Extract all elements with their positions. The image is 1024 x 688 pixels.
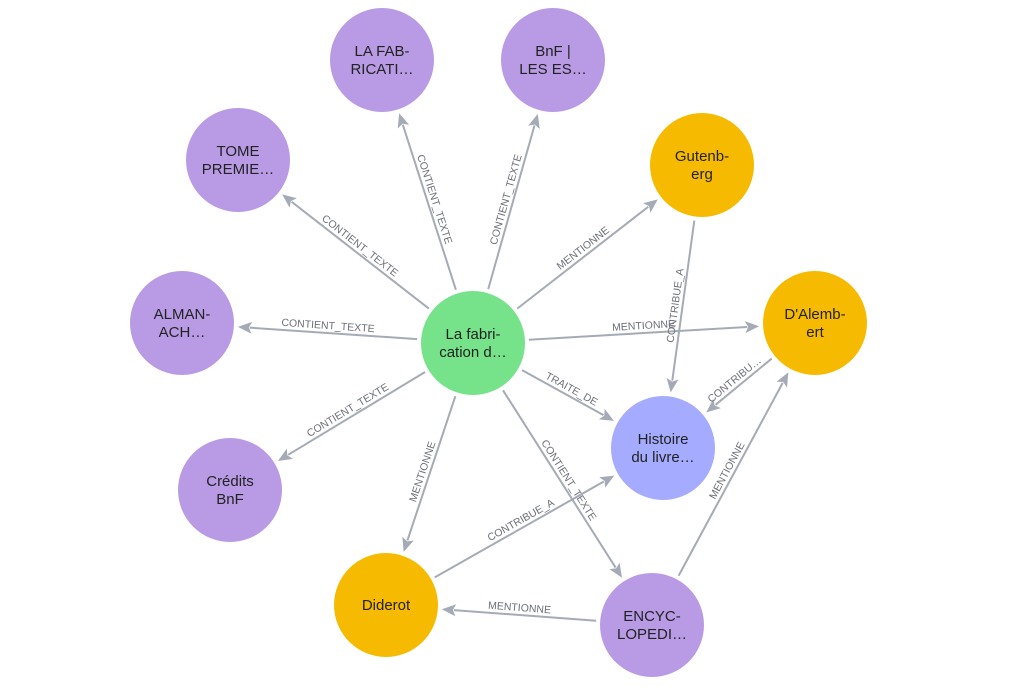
- edge-encyclopedie-diderot[interactable]: MENTIONNE: [441, 600, 597, 622]
- node-label: Gutenb-: [675, 148, 729, 165]
- edge-line[interactable]: [434, 480, 605, 579]
- node-label: ACH…: [159, 324, 206, 341]
- node-label: ert: [806, 324, 824, 341]
- node-circle[interactable]: [501, 8, 605, 112]
- edge-line[interactable]: [521, 369, 604, 416]
- arrowhead-icon: [402, 536, 414, 552]
- edge-label: MENTIONNE: [612, 318, 676, 334]
- node-label: du livre…: [631, 449, 694, 466]
- nodes-layer: La fabri-cation d… LA FAB-RICATI… BnF |LES…: [130, 8, 867, 677]
- node-label: D'Alemb-: [784, 306, 845, 323]
- edge-label: TRAITE_DE: [543, 370, 599, 408]
- edge-dalembert-histoire[interactable]: CONTRIBU…: [706, 355, 773, 413]
- node-diderot[interactable]: Diderot: [334, 553, 438, 657]
- edge-line[interactable]: [487, 125, 536, 290]
- edge-line[interactable]: [502, 389, 617, 569]
- node-label: Crédits: [206, 473, 254, 490]
- edge-center-bnf_es[interactable]: CONTIENT_TEXTE: [487, 113, 540, 290]
- edge-center-tome[interactable]: CONTIENT_TEXTE: [282, 194, 430, 310]
- node-circle[interactable]: [611, 396, 715, 500]
- node-almanach[interactable]: ALMAN-ACH…: [130, 271, 234, 375]
- node-encyclopedie[interactable]: ENCYC-LOPEDI…: [600, 573, 704, 677]
- arrowhead-icon: [237, 321, 253, 334]
- node-circle[interactable]: [330, 8, 434, 112]
- node-label: BnF |: [535, 43, 571, 60]
- node-label: Histoire: [638, 431, 689, 448]
- node-circle[interactable]: [186, 108, 290, 212]
- node-label: BnF: [216, 491, 244, 508]
- arrowhead-icon: [744, 321, 760, 334]
- edge-center-fabrication[interactable]: CONTIENT_TEXTE: [397, 113, 457, 290]
- node-fabrication[interactable]: LA FAB-RICATI…: [330, 8, 434, 112]
- node-label: PREMIE…: [202, 161, 275, 178]
- edge-center-almanach[interactable]: CONTIENT_TEXTE: [237, 317, 418, 341]
- node-tome[interactable]: TOMEPREMIE…: [186, 108, 290, 212]
- edge-line[interactable]: [714, 357, 773, 406]
- node-label: LES ES…: [519, 61, 587, 78]
- node-circle[interactable]: [130, 271, 234, 375]
- edge-center-diderot[interactable]: MENTIONNE: [402, 395, 457, 552]
- edge-label: CONTIENT_TEXTE: [488, 153, 525, 246]
- node-dalembert[interactable]: D'Alemb-ert: [763, 271, 867, 375]
- edge-label: CONTIENT_TEXTE: [305, 381, 391, 440]
- edge-line[interactable]: [401, 124, 457, 290]
- node-bnf_es[interactable]: BnF |LES ES…: [501, 8, 605, 112]
- node-gutenberg[interactable]: Gutenb-erg: [650, 113, 754, 217]
- node-label: LOPEDI…: [617, 626, 687, 643]
- arrowhead-icon: [776, 372, 789, 388]
- arrowhead-icon: [643, 199, 658, 213]
- edge-label: CONTRIBUE_A: [486, 497, 557, 544]
- edge-center-credits[interactable]: CONTIENT_TEXTE: [277, 371, 426, 462]
- edge-label: CONTIENT_TEXTE: [319, 213, 400, 280]
- edge-center-dalembert[interactable]: MENTIONNE: [528, 318, 760, 341]
- edge-label: MENTIONNE: [555, 224, 612, 272]
- node-label: erg: [691, 166, 713, 183]
- arrowhead-icon: [528, 113, 540, 129]
- edge-line[interactable]: [291, 200, 430, 310]
- node-circle[interactable]: [600, 573, 704, 677]
- edge-line[interactable]: [287, 371, 426, 456]
- edge-line[interactable]: [516, 205, 649, 310]
- node-circle[interactable]: [334, 553, 438, 657]
- edge-line[interactable]: [249, 326, 418, 341]
- arrowhead-icon: [282, 194, 297, 208]
- edge-center-gutenberg[interactable]: MENTIONNE: [516, 199, 658, 310]
- edge-gutenberg-histoire[interactable]: CONTRIBUE_A: [665, 220, 696, 393]
- node-circle[interactable]: [650, 113, 754, 217]
- node-label: RICATI…: [350, 61, 413, 78]
- edge-label: CONTIENT_TEXTE: [414, 153, 454, 246]
- arrowhead-icon: [666, 377, 679, 393]
- node-center[interactable]: La fabri-cation d…: [421, 291, 525, 395]
- node-circle[interactable]: [421, 291, 525, 395]
- node-label: TOME: [216, 143, 259, 160]
- arrowhead-icon: [598, 408, 614, 421]
- edge-center-histoire[interactable]: TRAITE_DE: [521, 369, 614, 421]
- node-label: LA FAB-: [354, 43, 409, 60]
- node-label: ENCYC-: [623, 608, 681, 625]
- node-label: cation d…: [439, 344, 507, 361]
- edge-line[interactable]: [406, 395, 457, 541]
- edge-line[interactable]: [453, 609, 597, 622]
- arrowhead-icon: [706, 398, 721, 413]
- arrowhead-icon: [599, 475, 615, 488]
- arrowhead-icon: [277, 448, 293, 462]
- arrowhead-icon: [609, 562, 622, 578]
- node-label: ALMAN-: [154, 306, 211, 323]
- edge-line[interactable]: [528, 325, 748, 341]
- edge-label: MENTIONNE: [488, 600, 552, 617]
- edge-line[interactable]: [671, 220, 696, 381]
- edge-line[interactable]: [677, 382, 784, 577]
- node-label: La fabri-: [445, 326, 500, 343]
- node-circle[interactable]: [178, 438, 282, 542]
- edge-diderot-histoire[interactable]: CONTRIBUE_A: [434, 475, 615, 579]
- node-label: Diderot: [362, 597, 411, 614]
- node-circle[interactable]: [763, 271, 867, 375]
- arrowhead-icon: [397, 113, 410, 129]
- edge-label: CONTRIBU…: [706, 355, 764, 406]
- arrowhead-icon: [441, 604, 457, 617]
